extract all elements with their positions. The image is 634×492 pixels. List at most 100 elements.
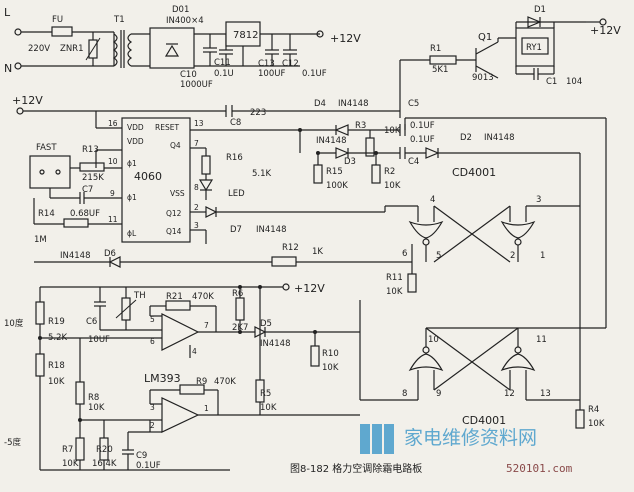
label-cd4001-bottom: CD4001: [462, 414, 506, 427]
label-12v-mid: +12V: [294, 282, 325, 295]
comparator-block: [35, 283, 360, 471]
label-r1v: 5K1: [432, 65, 448, 75]
fast-switch: [29, 155, 71, 189]
label-d3-model: IN4148: [316, 136, 347, 146]
label-d7: D7: [230, 225, 242, 235]
label-r7: R7: [62, 445, 73, 455]
label-op-pin4: 4: [192, 347, 197, 356]
label-r20: R20: [96, 445, 113, 455]
label-c8: C8: [230, 118, 241, 128]
label-c9: C9: [136, 451, 147, 461]
resistor-r8: [75, 381, 85, 405]
label-d2v: IN4148: [484, 133, 515, 143]
label-r3: R3: [355, 121, 366, 131]
label-r16v: 5.1K: [252, 169, 272, 179]
label-g5: 5: [436, 251, 441, 261]
label-d4v: IN4148: [338, 99, 369, 109]
comparator-2: [161, 397, 200, 433]
label-c1: C1: [546, 77, 557, 87]
label-7812: 7812: [233, 30, 258, 41]
label-c7: C7: [82, 185, 93, 195]
label-220v: 220V: [28, 44, 50, 54]
diode-d1: [527, 16, 542, 28]
relay-ry1: [521, 37, 549, 55]
label-c5: C5: [408, 99, 419, 109]
label-vdd-2: VDD: [127, 137, 144, 146]
label-d6: D6: [104, 249, 116, 259]
resistor-r19: [35, 301, 45, 325]
label-r15v: 100K: [326, 181, 348, 191]
label-c4: C4: [408, 157, 419, 167]
resistor-r15: [313, 164, 323, 184]
label-pin11: 11: [108, 215, 118, 224]
label-pin16: 16: [108, 119, 118, 128]
label-c12v: 0.1UF: [302, 69, 327, 79]
label-r2: R2: [384, 167, 395, 177]
label-r21: R21: [166, 292, 183, 302]
resistor-r21: [165, 300, 191, 311]
label-r2v: 10K: [384, 181, 401, 191]
label-g9: 9: [436, 389, 441, 399]
label-c10v: 1000UF: [180, 80, 213, 90]
label-pin13: 13: [194, 119, 204, 128]
label-r21v: 470K: [192, 292, 214, 302]
terminal-12v-relay: [599, 18, 607, 26]
label-ry1: RY1: [526, 43, 542, 53]
label-r20v: 16.4K: [92, 459, 117, 469]
label-pin8: 8: [194, 183, 199, 192]
label-10-degrees: 10度: [4, 318, 24, 329]
figure-caption: 图8-182 格力空调除霜电路板: [290, 462, 422, 475]
label-g6: 6: [402, 249, 407, 259]
terminal-l: [14, 28, 22, 36]
label-g8: 8: [402, 389, 407, 399]
label-r6v: 2K7: [232, 323, 248, 333]
label-12v-top: +12V: [330, 32, 361, 45]
label-pin10: 10: [108, 157, 118, 166]
ic-4060: [121, 117, 191, 243]
label-g4: 4: [430, 195, 435, 205]
label-t1: T1: [113, 15, 125, 25]
label-d01: D01: [172, 5, 189, 15]
label-g12: 12: [504, 389, 515, 399]
label-c11: C11: [214, 58, 231, 68]
label-c9v: 0.1UF: [136, 461, 161, 471]
label-minus5-degrees: -5度: [4, 437, 21, 448]
label-q1: Q1: [478, 32, 492, 43]
label-r7v: 10K: [62, 459, 79, 469]
label-op-pin1: 1: [204, 404, 209, 413]
terminal-12v-left: [16, 107, 24, 115]
label-fu: FU: [52, 15, 63, 25]
label-r12: R12: [282, 243, 299, 253]
nor-gate-c: [408, 353, 444, 372]
resistor-r6: [235, 297, 245, 321]
label-r16: R16: [226, 153, 243, 163]
label-bridge: IN400×4: [166, 16, 204, 26]
power-supply: [14, 21, 324, 70]
label-c13v: 100UF: [258, 69, 285, 79]
led-indicator: [198, 179, 214, 192]
watermark-logo: [360, 424, 370, 454]
watermark: 家电维修资料网 520101.com: [360, 424, 573, 475]
nor-gate-a: [408, 220, 444, 239]
resistor-r2: [371, 164, 381, 184]
label-r13v: 215K: [82, 173, 104, 183]
fuse: [51, 26, 73, 37]
watermark-brand: 家电维修资料网: [404, 427, 537, 449]
label-reset: RESET: [155, 123, 179, 132]
label-r8: R8: [88, 393, 99, 403]
label-d6v: IN4148: [60, 251, 91, 261]
watermark-site: 520101.com: [506, 462, 573, 475]
label-g11: 11: [536, 335, 547, 345]
label-vss: VSS: [170, 189, 185, 198]
label-led: LED: [228, 189, 245, 199]
label-r11: R11: [386, 273, 403, 283]
label-phi1a: ϕ1: [127, 159, 137, 168]
label-r1: R1: [430, 44, 441, 54]
label-g3: 3: [536, 195, 541, 205]
label-op-pin3: 3: [150, 403, 155, 412]
pulse-network: [298, 117, 606, 400]
label-r6: R6: [232, 289, 243, 299]
terminal-12v-top: [316, 30, 324, 38]
resistor-r18: [35, 353, 45, 377]
